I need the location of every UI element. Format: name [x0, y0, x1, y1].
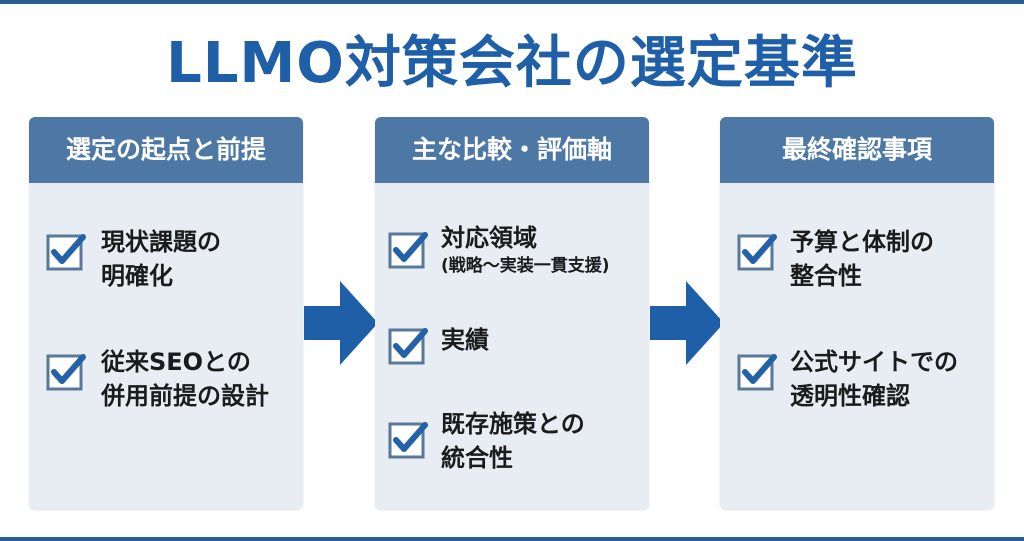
item-line: 現状課題の [101, 228, 221, 256]
bottom-rule [0, 537, 1024, 541]
checkbox-checked-icon [388, 422, 428, 459]
item-line: 明確化 [101, 262, 173, 290]
item-line: 統合性 [441, 444, 513, 472]
item-text: 現状課題の 明確化 [101, 225, 221, 293]
arrow-right-icon [650, 281, 724, 365]
card-header: 選定の起点と前提 [29, 117, 303, 183]
checkbox-checked-icon [388, 232, 428, 269]
page-title: LLMO対策会社の選定基準 [166, 31, 858, 96]
top-rule [0, 0, 1024, 4]
criteria-card-final: 最終確認事項 予算と体制の 整合性 公式サイトでの 透明性確認 [720, 117, 994, 509]
item-line: 予算と体制の [790, 228, 934, 256]
item-line: 併用前提の設計 [101, 382, 269, 410]
checkbox-checked-icon [737, 354, 777, 391]
item-line: 実績 [441, 326, 489, 354]
arrow-right-icon [304, 281, 378, 365]
criteria-card-compare: 主な比較・評価軸 対応領域 (戦略〜実装一貫支援) 実績 既存施策との 統合性 [375, 117, 649, 509]
item-line: 公式サイトでの [790, 348, 958, 376]
item-line: 既存施策との [441, 410, 585, 438]
checkbox-checked-icon [46, 234, 86, 271]
criteria-card-start: 選定の起点と前提 現状課題の 明確化 従来SEOとの 併用前提の設計 [29, 117, 303, 509]
checkbox-checked-icon [737, 234, 777, 271]
item-text: 実績 [441, 323, 489, 357]
item-text: 従来SEOとの 併用前提の設計 [101, 345, 269, 413]
card-header: 主な比較・評価軸 [375, 117, 649, 183]
checkbox-checked-icon [46, 354, 86, 391]
item-line: 対応領域 [441, 224, 537, 252]
item-line: 従来SEOとの [101, 348, 251, 376]
item-text: 公式サイトでの 透明性確認 [790, 345, 958, 413]
card-header: 最終確認事項 [720, 117, 994, 183]
item-line: 透明性確認 [790, 382, 910, 410]
item-text: 予算と体制の 整合性 [790, 225, 934, 293]
item-line: 整合性 [790, 262, 862, 290]
checkbox-checked-icon [388, 328, 428, 365]
item-line: (戦略〜実装一貫支援) [441, 256, 610, 276]
item-text: 対応領域 (戦略〜実装一貫支援) [441, 221, 610, 277]
item-text: 既存施策との 統合性 [441, 407, 585, 475]
